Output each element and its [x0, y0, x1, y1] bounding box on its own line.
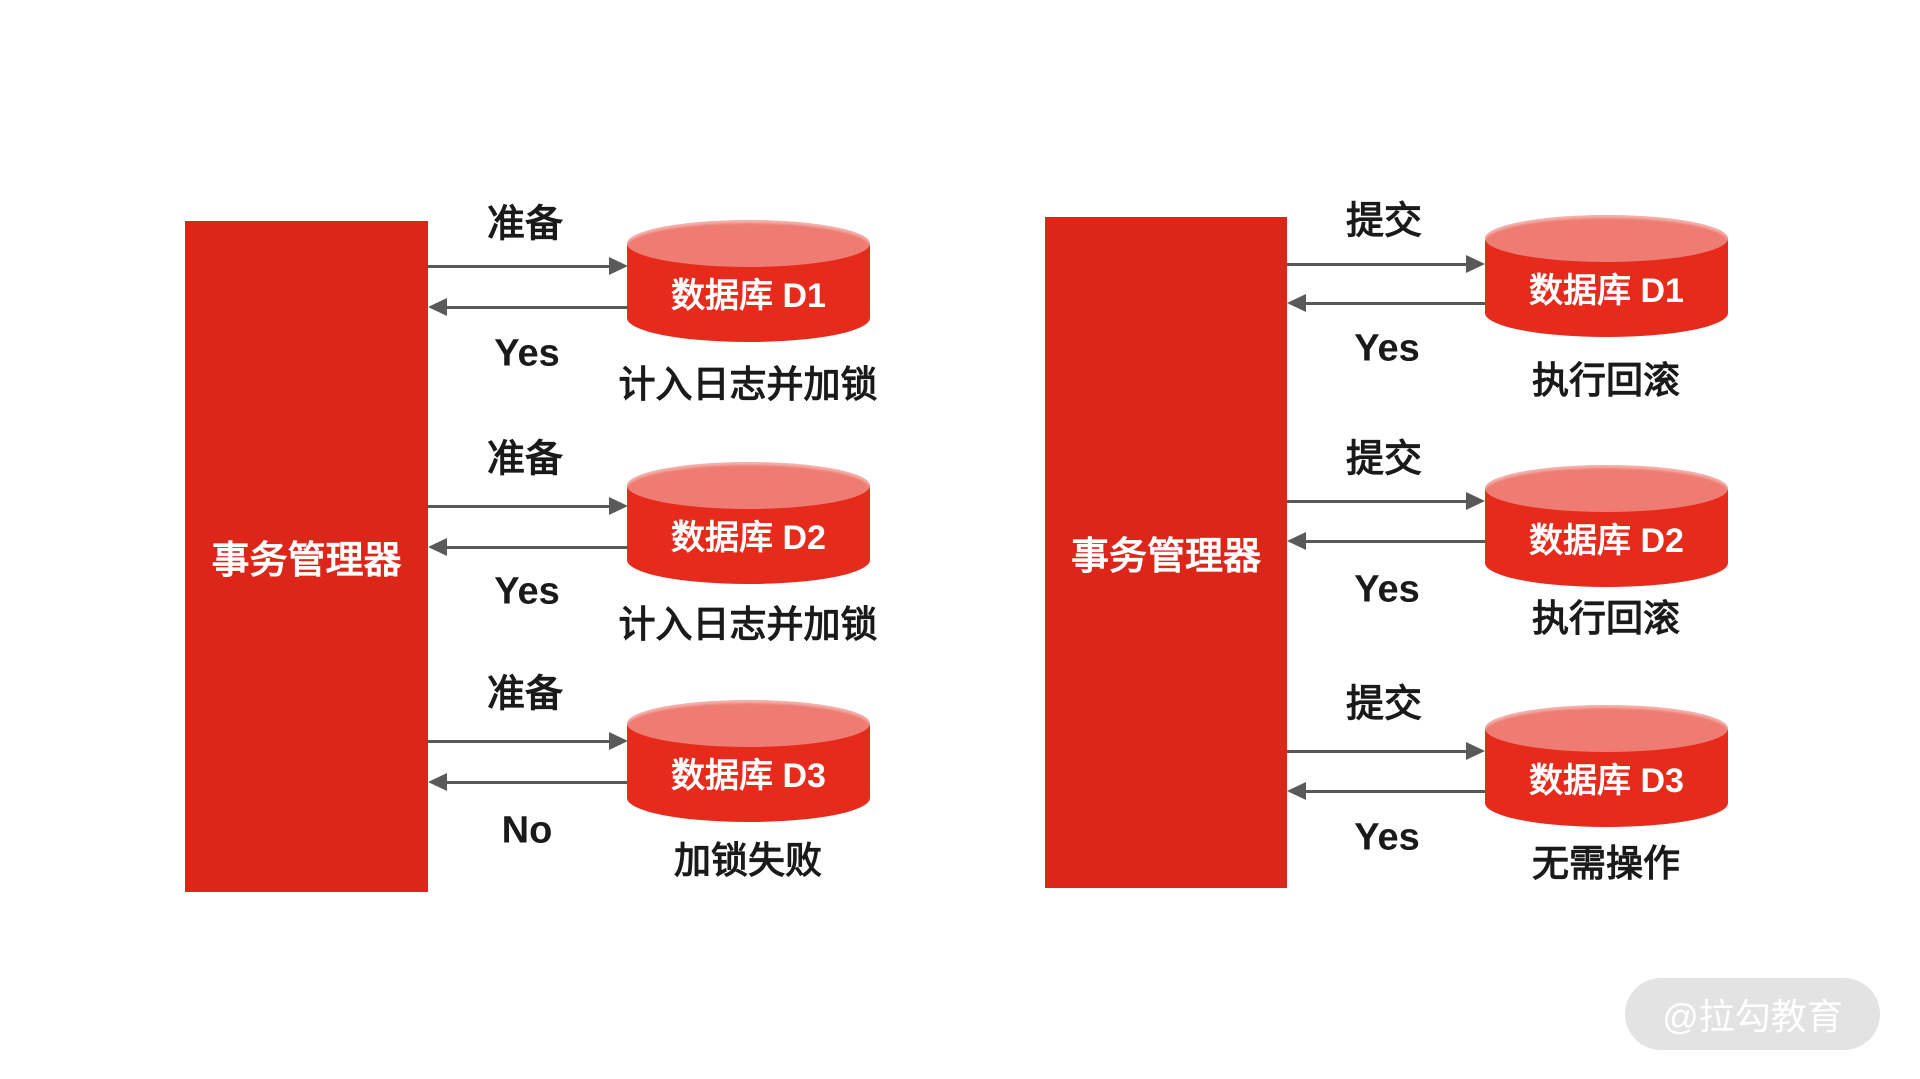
cylinder-top — [1485, 215, 1728, 262]
transaction-manager-box: 事务管理器 — [1045, 217, 1287, 888]
database-note: 计入日志并加锁 — [618, 364, 878, 405]
request-label: 准备 — [486, 673, 564, 716]
request-arrow — [1287, 255, 1485, 273]
reply-arrow — [1287, 782, 1485, 800]
reply-arrow — [428, 773, 627, 791]
reply-arrow — [1287, 294, 1485, 312]
reply-label: Yes — [1354, 816, 1420, 859]
database-note: 执行回滚 — [1532, 360, 1680, 401]
request-label: 提交 — [1345, 200, 1423, 243]
reply-label: Yes — [1354, 568, 1420, 611]
reply-label: Yes — [494, 570, 560, 613]
database-cylinder: 数据库 D3 — [1485, 705, 1728, 827]
database-label: 数据库 D1 — [1529, 272, 1684, 310]
reply-label: Yes — [494, 332, 560, 375]
database-cylinder: 数据库 D3 — [627, 700, 870, 822]
transaction-manager-label: 事务管理器 — [211, 540, 402, 582]
request-label: 提交 — [1345, 683, 1423, 726]
reply-label: Yes — [1354, 327, 1420, 370]
database-label: 数据库 D2 — [671, 519, 826, 557]
cylinder-top — [627, 700, 870, 747]
database-cylinder: 数据库 D1 — [1485, 215, 1728, 337]
request-arrow — [428, 497, 628, 515]
database-label: 数据库 D2 — [1529, 522, 1684, 560]
reply-arrow — [1287, 532, 1485, 550]
request-label: 提交 — [1345, 438, 1423, 481]
reply-arrow — [428, 538, 627, 556]
request-arrow — [1287, 492, 1485, 510]
database-label: 数据库 D1 — [671, 277, 826, 315]
reply-arrow — [428, 298, 627, 316]
database-note: 执行回滚 — [1532, 598, 1680, 639]
watermark-text: @拉勾教育 — [1662, 996, 1843, 1037]
cylinder-top — [627, 462, 870, 509]
cylinder-top — [627, 220, 870, 267]
cylinder-top — [1485, 705, 1728, 752]
database-cylinder: 数据库 D2 — [1485, 465, 1728, 587]
request-arrow — [428, 732, 628, 750]
request-label: 准备 — [486, 438, 564, 481]
database-note: 无需操作 — [1532, 843, 1680, 884]
database-note: 加锁失败 — [674, 840, 822, 881]
watermark-badge: @拉勾教育 — [1625, 978, 1880, 1050]
cylinder-top — [1485, 465, 1728, 512]
database-cylinder: 数据库 D2 — [627, 462, 870, 584]
database-label: 数据库 D3 — [671, 757, 826, 795]
request-arrow — [1287, 742, 1485, 760]
database-cylinder: 数据库 D1 — [627, 220, 870, 342]
database-label: 数据库 D3 — [1529, 762, 1684, 800]
request-arrow — [428, 257, 628, 275]
reply-label: No — [501, 809, 553, 852]
transaction-manager-box: 事务管理器 — [185, 221, 428, 892]
request-label: 准备 — [486, 203, 564, 246]
transaction-manager-label: 事务管理器 — [1070, 536, 1261, 578]
database-note: 计入日志并加锁 — [618, 604, 878, 645]
